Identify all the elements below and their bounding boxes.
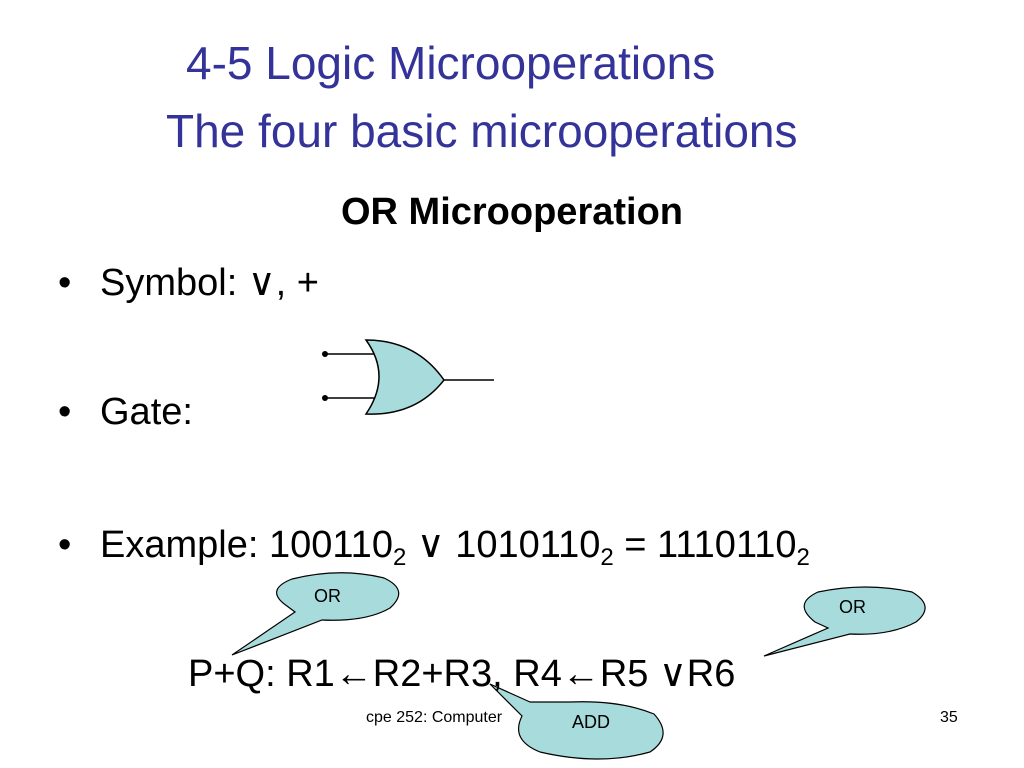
symbol-label: Symbol: bbox=[100, 262, 248, 304]
or-gate-icon bbox=[322, 339, 494, 415]
bullet-example: •Example: 1001102 ∨ 10101102 = 11101102 bbox=[58, 524, 810, 570]
microoperation-expression: P+Q: R1←R2+R3, R4←R5 ∨R6 bbox=[188, 653, 736, 695]
bullet-dot: • bbox=[58, 391, 72, 433]
symbol-value: ∨, + bbox=[247, 262, 319, 304]
or-gate-body bbox=[364, 339, 445, 415]
example-operand-b-base: 2 bbox=[600, 544, 614, 571]
example-result: 1110110 bbox=[657, 524, 797, 566]
bullet-gate: • Gate: bbox=[58, 393, 193, 431]
gate-label: Gate: bbox=[100, 391, 193, 433]
callout-or-left-label: OR bbox=[314, 586, 341, 606]
page-number: 35 bbox=[940, 709, 958, 726]
example-equals: = bbox=[613, 524, 658, 566]
example-label: Example: bbox=[100, 524, 269, 566]
callout-add-label: ADD bbox=[572, 712, 611, 732]
slide-title-line-2: The four basic microoperations bbox=[166, 105, 798, 157]
example-operand-a: 100110 bbox=[268, 524, 393, 566]
slide-subtitle: OR Microoperation bbox=[340, 191, 684, 233]
bullet-dot: • bbox=[58, 262, 72, 304]
callout-or-right-label: OR bbox=[839, 597, 866, 617]
example-operand-a-base: 2 bbox=[392, 544, 407, 571]
slide-title: 4-5 Logic Microoperations bbox=[186, 37, 716, 89]
example-operator: ∨ bbox=[406, 524, 456, 566]
bullet-symbol: • Symbol: ∨, + bbox=[58, 264, 319, 302]
bullet-dot: • bbox=[58, 524, 72, 566]
example-result-base: 2 bbox=[796, 544, 810, 571]
example-operand-b: 1010110 bbox=[455, 524, 601, 566]
slide-footer: cpe 252: Computer bbox=[366, 709, 503, 726]
